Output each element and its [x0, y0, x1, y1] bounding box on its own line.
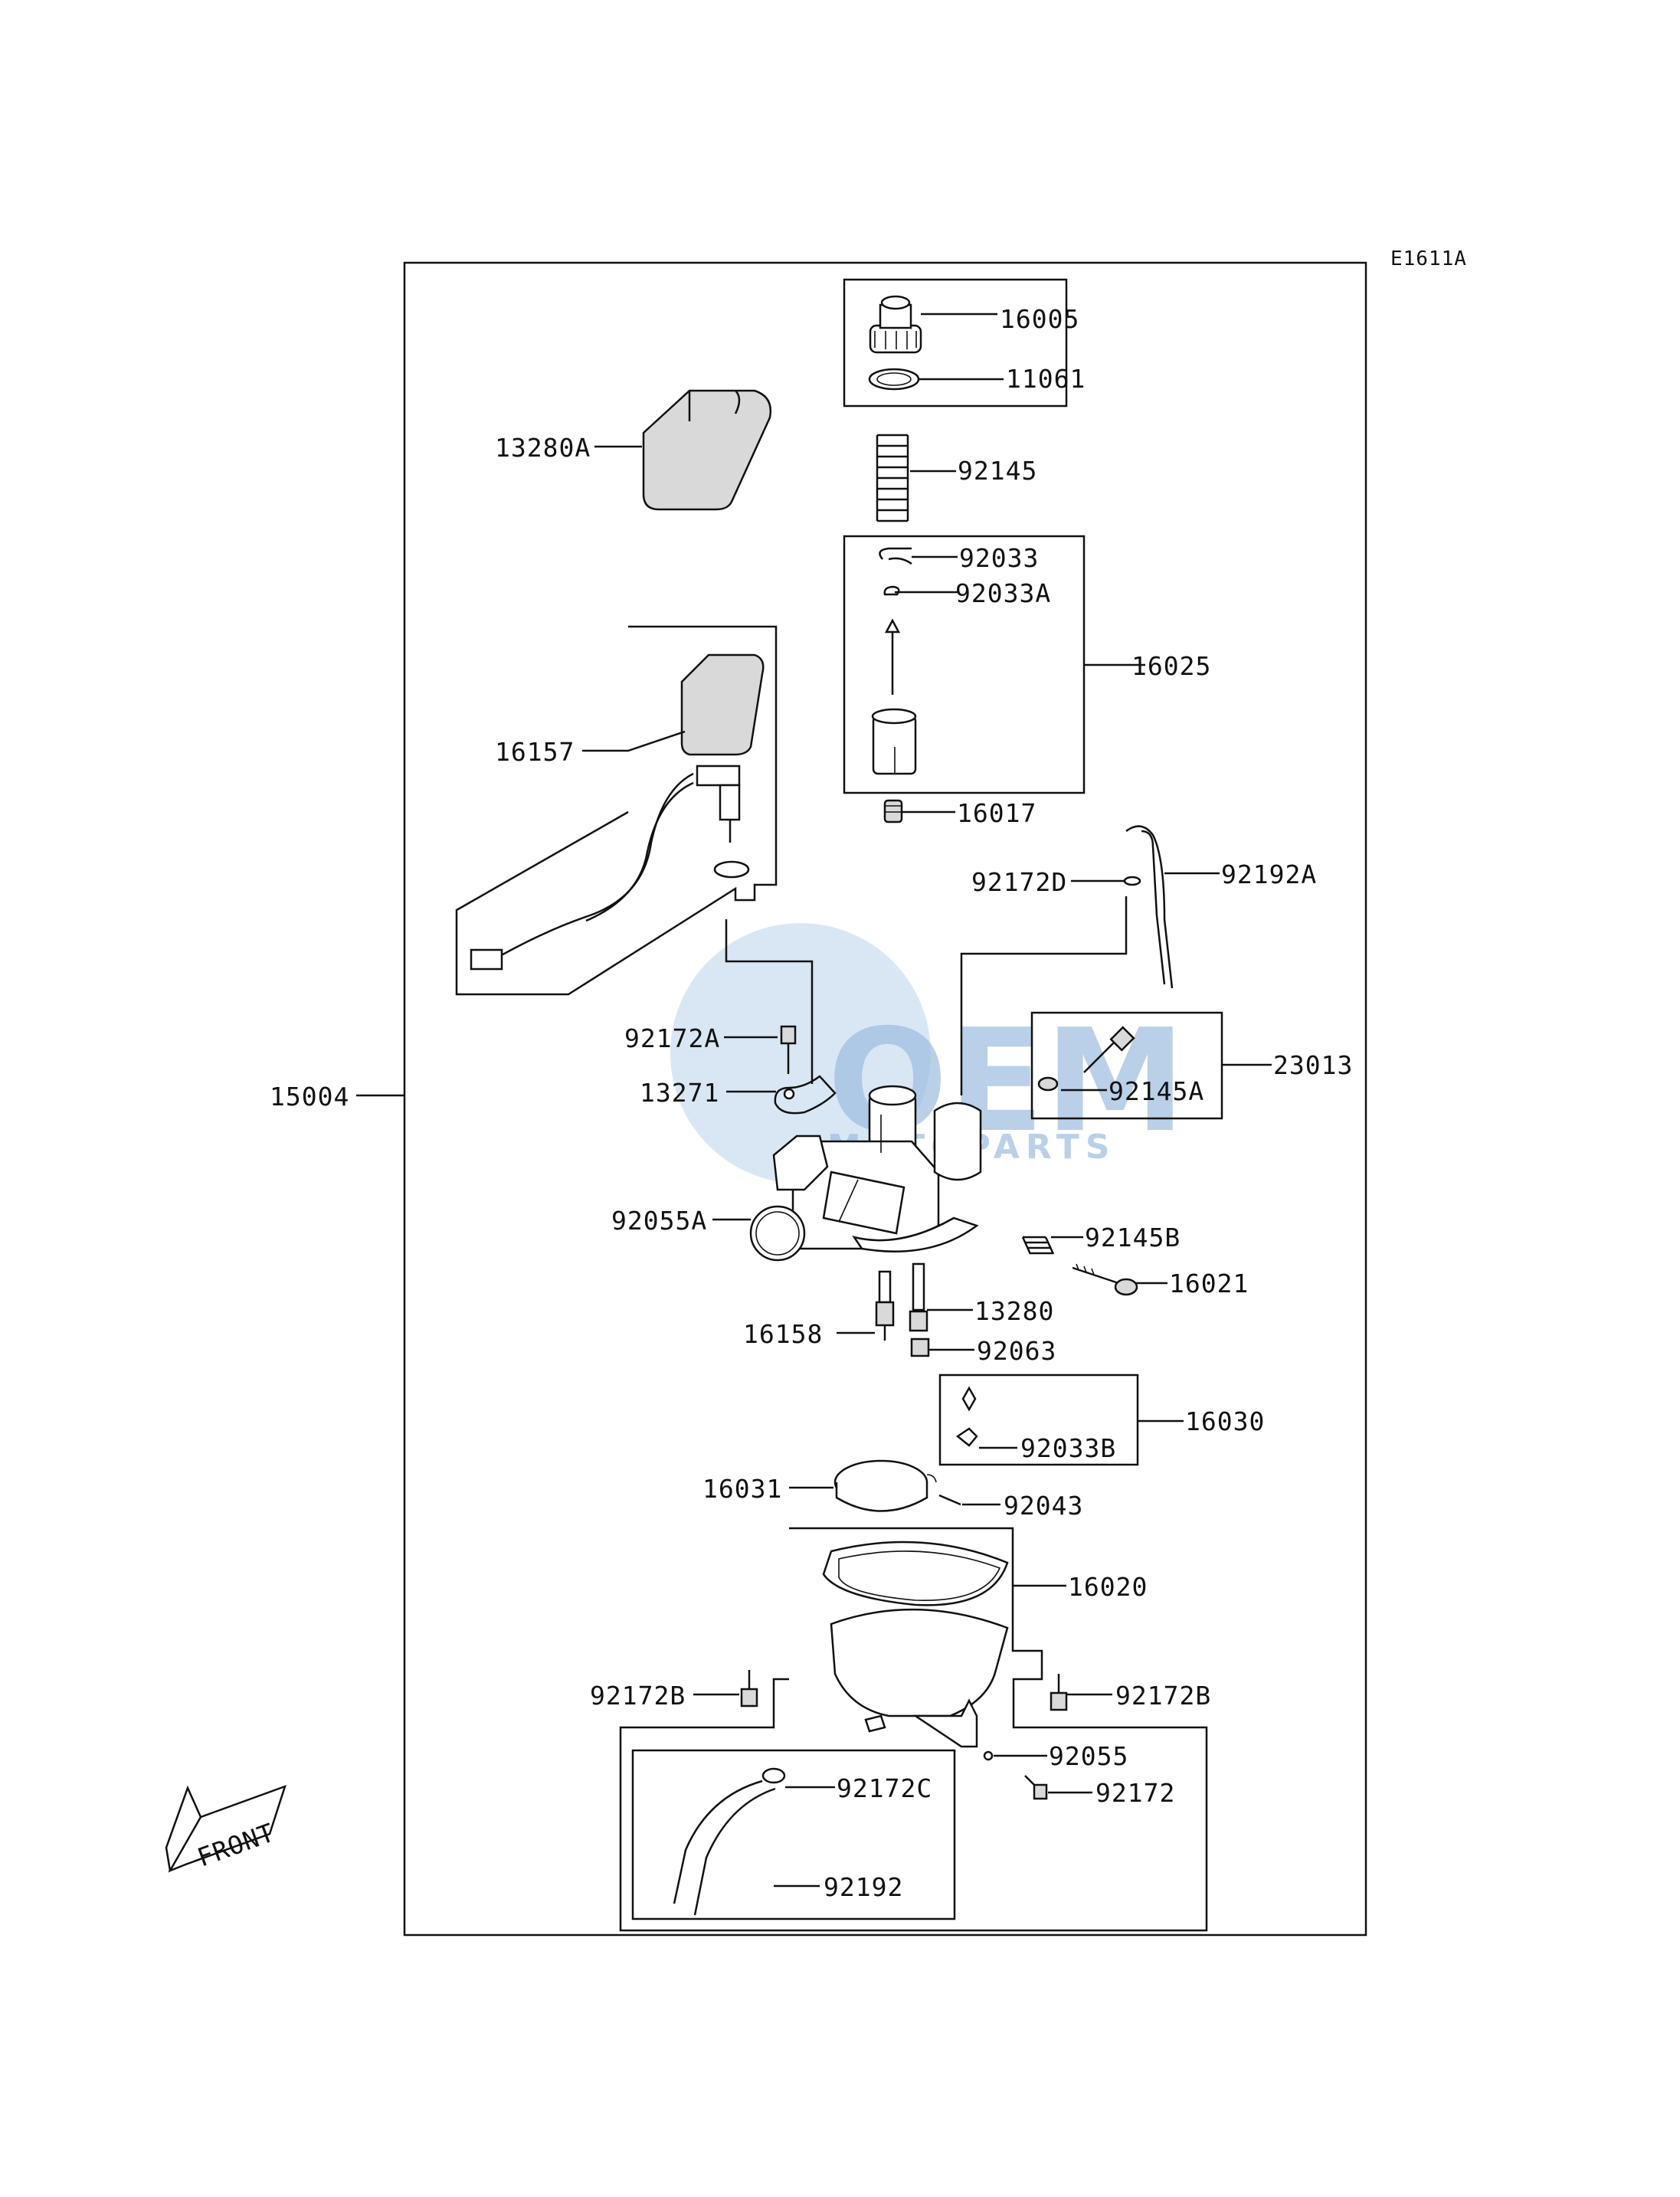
label-16030: 16030 [1185, 1406, 1265, 1436]
clip-92172D-part [1123, 876, 1141, 886]
clip-92033B-part [955, 1427, 978, 1447]
label-92063: 92063 [977, 1336, 1056, 1366]
label-16031: 16031 [702, 1474, 782, 1504]
clip-92172C-part [761, 1767, 786, 1784]
group-box-16030 [938, 1374, 1139, 1466]
label-92055: 92055 [1049, 1741, 1128, 1771]
screw-23013-part [1037, 1026, 1135, 1092]
jet-16158-part [875, 1270, 895, 1341]
label-16021: 16021 [1169, 1269, 1249, 1298]
screw-92172A-part [780, 1025, 797, 1045]
clip-92033-part [879, 547, 912, 565]
label-23013: 23013 [1273, 1050, 1353, 1080]
spring-92145-part [876, 434, 909, 522]
group-box-16005 [843, 278, 1068, 408]
ring-11061-part [868, 368, 920, 391]
float-bowl-part [830, 1609, 1009, 1748]
label-92172: 92172 [1095, 1778, 1175, 1808]
label-13271: 13271 [640, 1078, 719, 1108]
oring-92055-part [983, 1750, 994, 1761]
tube-92192A-part [1125, 825, 1174, 989]
starter-16157-part [470, 653, 765, 971]
label-15004: 15004 [270, 1082, 349, 1112]
cap-16005-part [869, 295, 922, 354]
label-92192: 92192 [824, 1872, 903, 1902]
throttle-valve-part [871, 708, 917, 775]
label-16158: 16158 [743, 1319, 823, 1349]
label-92172A: 92172A [624, 1023, 720, 1053]
group-box-16020 [619, 1527, 1208, 1932]
group-box-92192 [631, 1749, 956, 1920]
label-16157: 16157 [495, 737, 575, 767]
float-needle-16030-part [961, 1386, 977, 1412]
jet-needle-part [884, 618, 901, 695]
gasket-16020-part [822, 1541, 1009, 1606]
label-11061: 11061 [1006, 364, 1086, 394]
label-92172D: 92172D [971, 867, 1067, 897]
group-box-16157 [455, 625, 778, 996]
assembly-frame [403, 261, 1367, 1937]
float-16031-part [833, 1459, 937, 1512]
screw-92172B-right-part [1050, 1674, 1068, 1711]
leader-lines [356, 313, 1272, 1888]
jet-13280-part [909, 1262, 928, 1332]
label-16020: 16020 [1068, 1572, 1148, 1602]
label-13280A: 13280A [495, 433, 591, 463]
front-arrow-icon: FRONT [165, 1784, 287, 1873]
label-16017: 16017 [957, 798, 1036, 828]
label-13280: 13280 [974, 1296, 1054, 1326]
label-92172B-left: 92172B [590, 1681, 686, 1711]
jet-92063-part [910, 1338, 930, 1357]
bracket-13271-part [774, 1075, 837, 1115]
label-92055A: 92055A [611, 1206, 707, 1236]
screw-16021-part [1072, 1263, 1138, 1296]
diagram-code: E1611A [1390, 247, 1467, 270]
label-92043: 92043 [1004, 1491, 1083, 1521]
spring-92145B-part [1021, 1236, 1055, 1255]
pin-92043-part [938, 1494, 961, 1506]
cover-13280A-part [642, 389, 772, 511]
label-92033B: 92033B [1020, 1433, 1116, 1463]
label-16005: 16005 [1000, 304, 1079, 334]
label-92145: 92145 [958, 456, 1037, 486]
clip-92033A-part [883, 585, 900, 596]
label-92145A: 92145A [1109, 1076, 1204, 1106]
label-92172B-right: 92172B [1115, 1681, 1211, 1711]
carburetor-body-part [772, 1085, 982, 1252]
label-92192A: 92192A [1221, 859, 1317, 889]
oring-92055A-part [749, 1205, 806, 1262]
label-92172C: 92172C [837, 1773, 932, 1803]
label-92145B: 92145B [1085, 1223, 1181, 1252]
label-16025: 16025 [1131, 651, 1211, 681]
jet-16017-part [883, 799, 903, 823]
label-92033: 92033 [959, 543, 1039, 573]
label-92033A: 92033A [955, 578, 1051, 608]
hose-92192-part [673, 1780, 776, 1916]
screw-92172B-left-part [740, 1670, 758, 1708]
